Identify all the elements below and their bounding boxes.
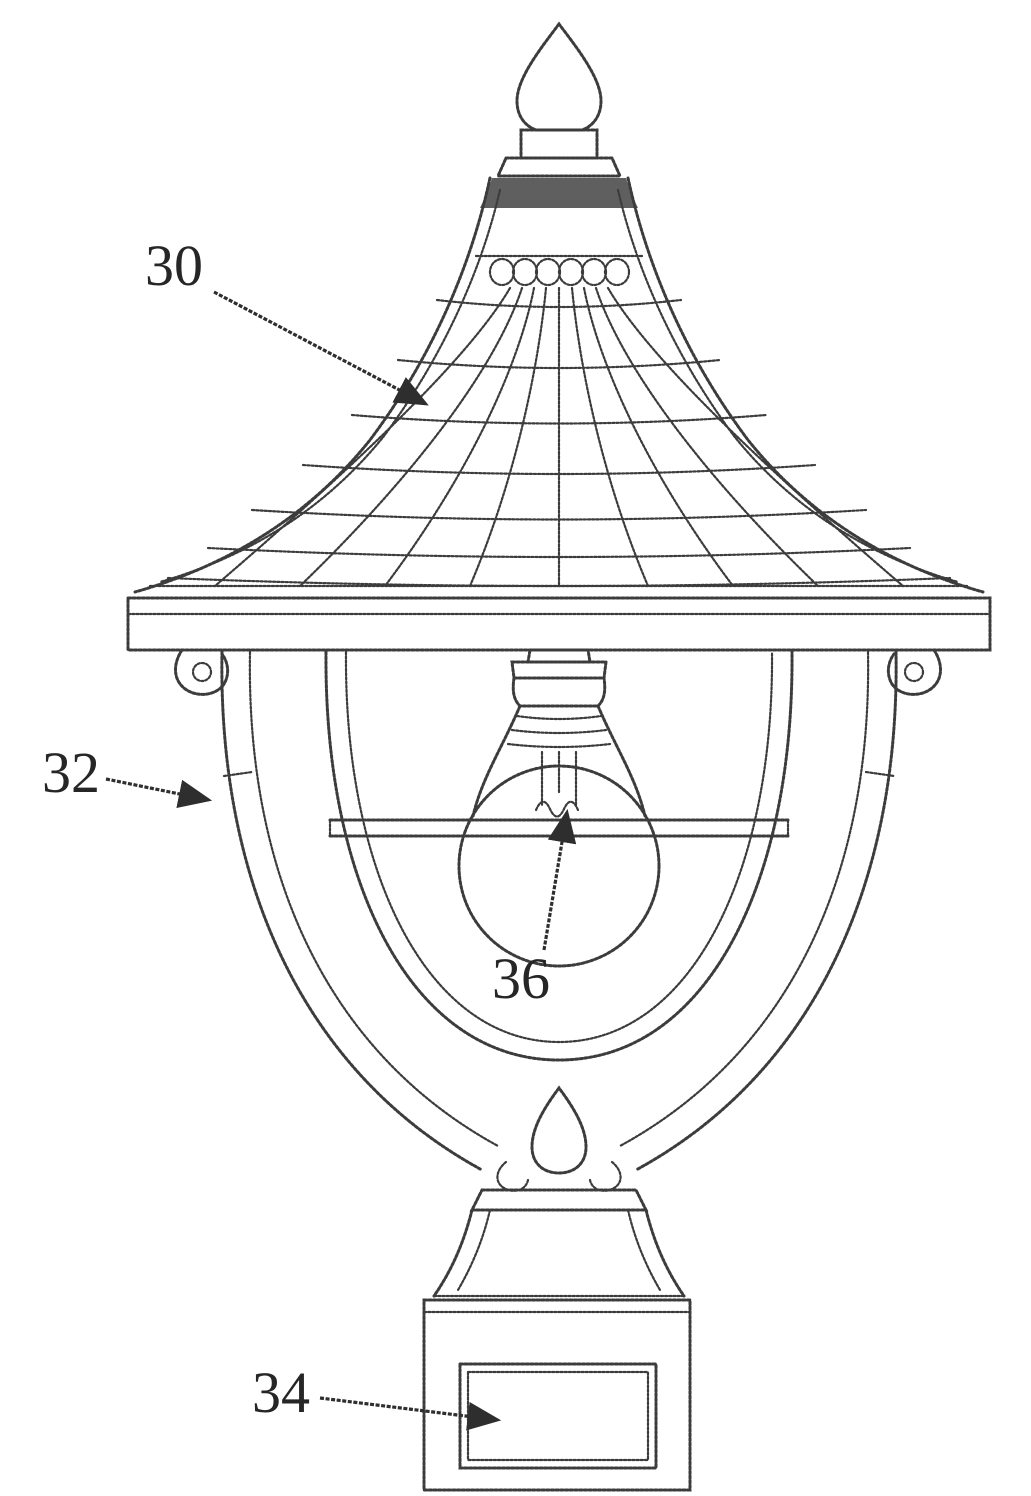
glass-dome-outer	[324, 650, 794, 1062]
roof-group	[133, 176, 985, 594]
roof-arc	[250, 508, 868, 521]
glass-dome-inner	[344, 650, 774, 1044]
pedestal-collar	[469, 1188, 649, 1212]
roof-dark-band	[480, 178, 638, 208]
roof-rib	[570, 286, 650, 588]
pedestal-bud	[530, 1085, 588, 1175]
body-wall-left-tick	[222, 770, 254, 778]
ref-label-34: 34	[252, 1360, 310, 1425]
pedestal-curl-right	[588, 1160, 622, 1192]
base-panel-inner	[466, 1370, 650, 1462]
roof-arc	[396, 358, 722, 370]
finial-cylinder	[519, 128, 599, 160]
roof-cell	[580, 257, 608, 287]
finial-tip	[515, 21, 603, 132]
labels-group: 30 32 36 34	[42, 233, 577, 1431]
roof-rib	[298, 286, 524, 588]
pedestal-bell-left	[432, 1208, 474, 1298]
finial-collar	[495, 156, 623, 178]
roof-arc	[435, 298, 683, 309]
roof-cell	[603, 257, 631, 287]
roof-arc	[301, 463, 817, 476]
roof-rib	[383, 286, 536, 588]
roof-cell	[557, 257, 585, 287]
ref-leader-36	[542, 808, 577, 951]
bulb-neck-left	[471, 704, 522, 818]
roof-cell	[534, 257, 562, 287]
eave-hook-right-curl	[903, 661, 925, 683]
bulb-screw-line	[515, 714, 603, 721]
finial-top-group	[495, 21, 623, 178]
bulb-screw-line	[506, 742, 612, 749]
pedestal-curl-left	[496, 1160, 530, 1192]
roof-rib	[594, 286, 820, 588]
roof-arc	[206, 546, 912, 559]
pedestal-bell-left-inner	[456, 1208, 492, 1292]
ref-leader-32	[105, 777, 213, 809]
ref-leader-30	[213, 290, 429, 406]
roof-arc	[350, 413, 768, 425]
ref-label-30: 30	[145, 233, 203, 298]
body-wall-right-tick	[864, 770, 896, 778]
bulb-screw-line	[510, 728, 608, 735]
bulb-group	[457, 648, 661, 968]
roof-edge-right	[626, 176, 985, 594]
socket-collar	[510, 660, 608, 680]
roof-cell	[511, 257, 539, 287]
roof-rib	[582, 286, 735, 588]
socket-neck	[526, 648, 592, 664]
roof-edge-right-inner	[616, 188, 960, 584]
roof-rib	[468, 286, 548, 588]
body-wall-left-outer	[220, 650, 484, 1172]
eave-group	[126, 596, 992, 696]
bulb-neck-right	[596, 704, 647, 818]
eave-outline	[126, 596, 992, 652]
body-wall-left-inner	[248, 650, 500, 1148]
base-group	[422, 1298, 692, 1492]
pedestal-bell-right-inner	[626, 1208, 662, 1292]
body-group	[220, 650, 898, 1172]
eave-hook-right	[886, 648, 942, 696]
ref-label-36: 36	[492, 946, 550, 1011]
eave-hook-left-curl	[191, 661, 213, 683]
roof-edge-left-inner	[158, 188, 502, 584]
base-panel-outer	[458, 1362, 658, 1470]
roof-rib	[606, 286, 905, 588]
ref-leader-34	[319, 1396, 502, 1431]
body-wall-right-outer	[634, 650, 898, 1172]
socket-skirt	[511, 676, 607, 708]
body-wall-right-inner	[618, 650, 870, 1148]
ref-label-32: 32	[42, 740, 100, 805]
base-box-outline	[422, 1298, 692, 1492]
pedestal-bell-right	[644, 1208, 686, 1298]
roof-cell	[488, 257, 516, 287]
roof-rib	[213, 286, 512, 588]
pedestal-group	[432, 1085, 686, 1298]
eave-hook-left	[174, 648, 230, 696]
